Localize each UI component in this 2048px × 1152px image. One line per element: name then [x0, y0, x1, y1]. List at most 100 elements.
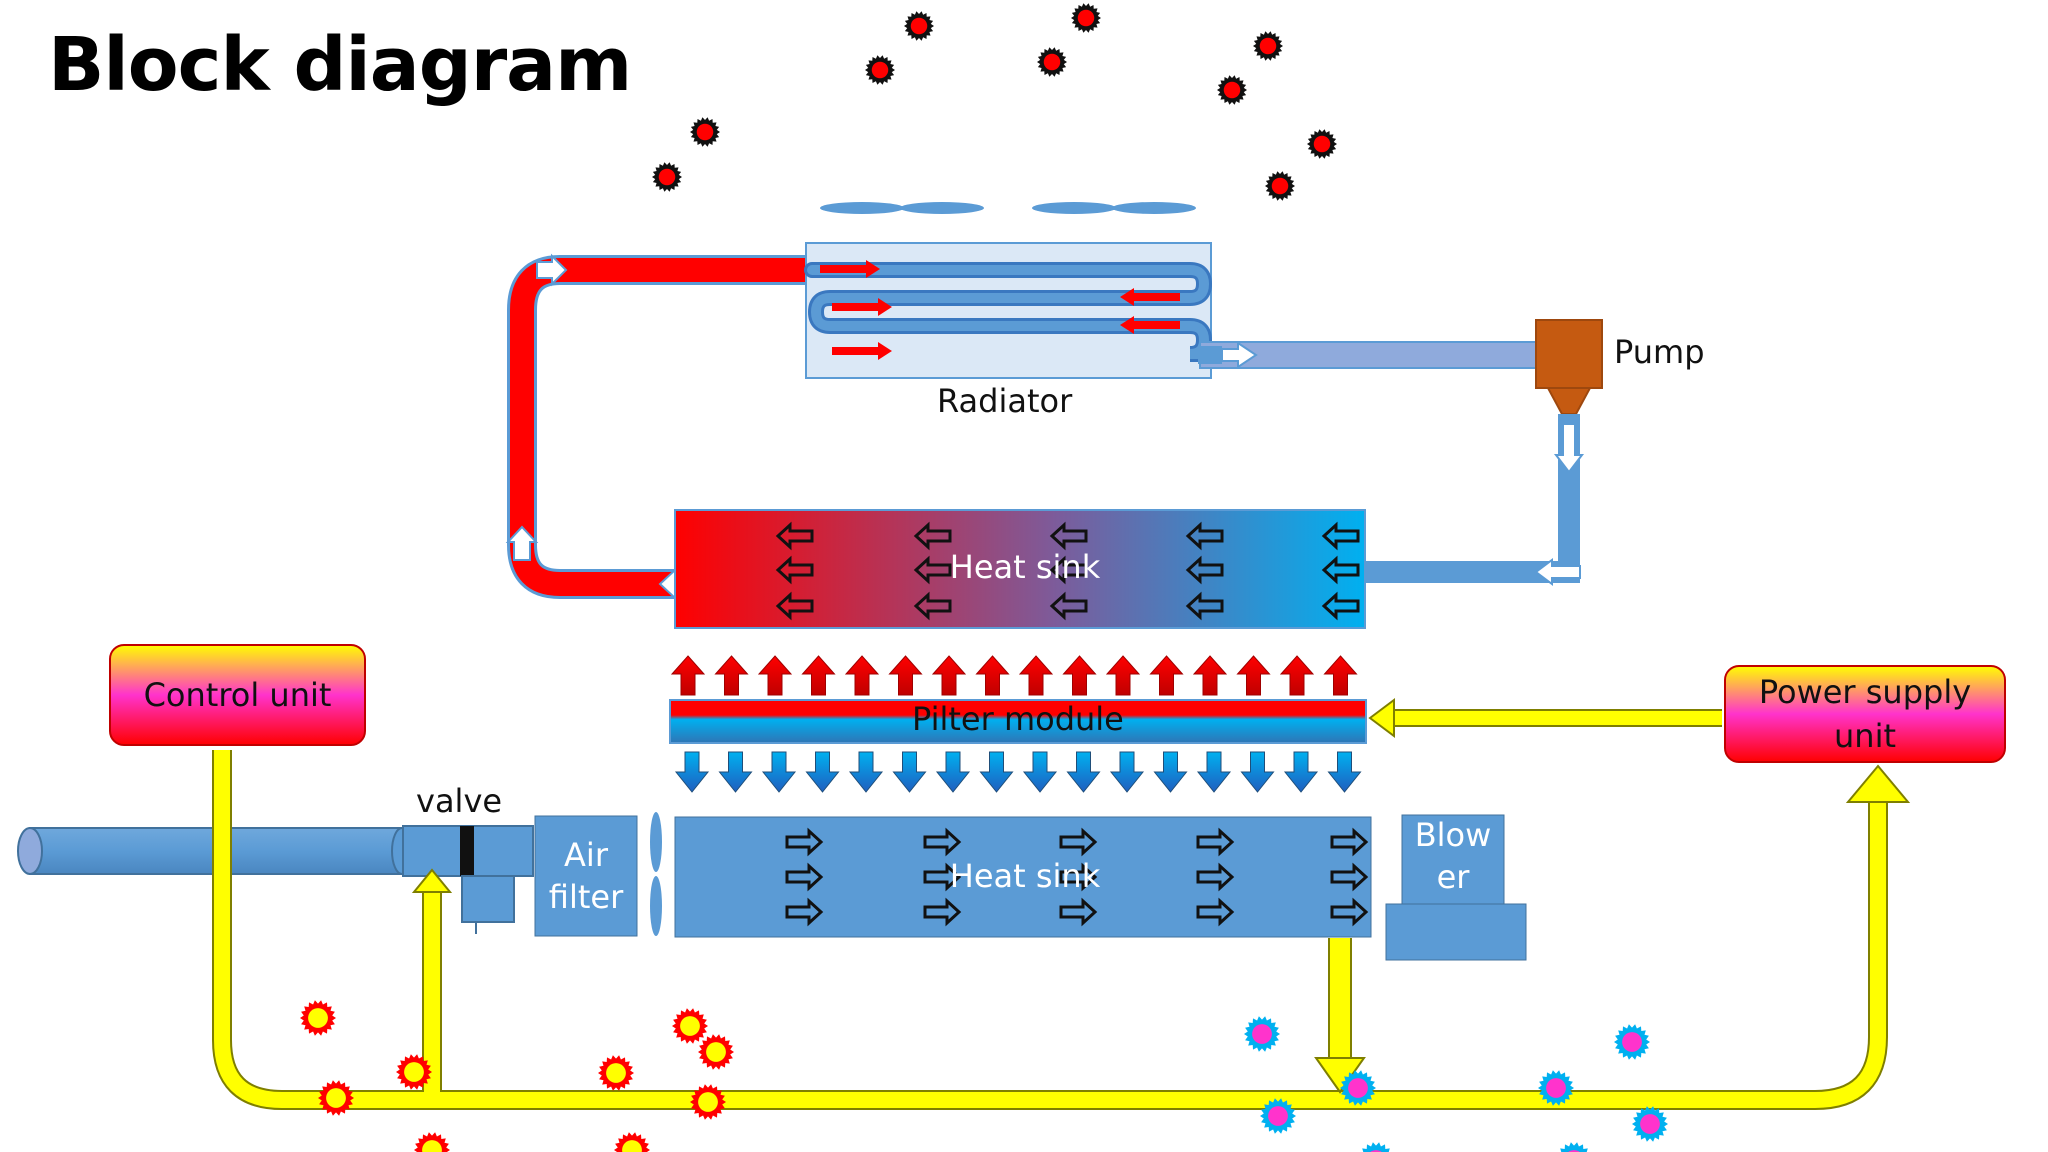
page-title: Block diagram: [48, 22, 632, 108]
heat-flow-arrow-left: [775, 555, 814, 585]
air-flow-arrow-right: [1059, 827, 1098, 857]
heat-up-arrow: [1236, 655, 1271, 696]
air-filter-box: [534, 815, 638, 937]
cold-down-arrow: [1283, 751, 1319, 793]
heat-flow-arrow-left: [1185, 591, 1224, 621]
heat-sink-bottom-arrows: [785, 827, 1369, 927]
heat-sink-bottom-label: Heat sink: [949, 857, 1101, 895]
exhaust-particle-core: [1271, 177, 1289, 195]
heat-up-arrow: [1018, 655, 1054, 696]
air-flow-arrow-right: [923, 897, 962, 927]
air-flow-arrow-right: [1196, 862, 1235, 892]
heat-flow-arrow-left: [775, 521, 814, 551]
power-to-pilter-arrow: [1368, 698, 1395, 738]
dust-particle-yellow-core: [326, 1088, 346, 1108]
heat-flow-arrow-left: [775, 591, 814, 621]
exhaust-particle-core: [910, 17, 928, 35]
dust-particle-yellow-core: [622, 1140, 642, 1152]
heat-up-arrows: [670, 655, 1358, 696]
exhaust-particle-core: [696, 123, 714, 141]
air-flow-arrow-right: [785, 827, 824, 857]
heat-flow-arrow-left: [1321, 591, 1360, 621]
heat-flow-arrow-left: [1049, 521, 1088, 551]
valve-label: valve: [416, 782, 503, 820]
heat-flow-arrow-left: [1321, 555, 1360, 585]
cold-down-arrow: [674, 751, 710, 793]
air-flow-arrow-right: [785, 897, 824, 927]
control-unit-box: [109, 644, 366, 746]
cold-down-arrow: [1240, 751, 1275, 793]
valve-control-arrow: [411, 868, 453, 893]
control-unit-label: Control unit: [143, 676, 332, 714]
exhaust-particle-core: [871, 61, 889, 79]
air-flow-arrow-right: [1059, 897, 1098, 927]
radiator-coil: [804, 262, 1218, 362]
heat-up-arrow: [975, 655, 1010, 696]
heat-flow-arrow-left: [913, 521, 952, 551]
dust-particle-yellow-core: [308, 1008, 328, 1028]
air-flow-arrow-right: [1196, 897, 1235, 927]
radiator-hot-arrows: [820, 260, 1180, 360]
radiator-label: Radiator: [937, 382, 1073, 420]
exhaust-particle-core: [1223, 81, 1241, 99]
pilter-module-label: Pilter module: [912, 700, 1124, 738]
heat-flow-arrow-left: [913, 591, 952, 621]
valve-shape: [402, 825, 534, 934]
heat-up-arrow: [1105, 655, 1141, 696]
heat-flow-arrow-left: [1049, 591, 1088, 621]
pump-outlet-pipe: [1366, 414, 1580, 583]
heat-up-arrow: [1279, 655, 1315, 696]
dust-particle-pink-core: [1546, 1078, 1566, 1098]
air-flow-arrow-right: [1330, 897, 1369, 927]
flow-arrow-down: [1553, 423, 1585, 474]
flow-arrow-right-2: [1221, 341, 1258, 369]
air-flow-arrow-right: [1330, 827, 1369, 857]
exhaust-particle-core: [658, 168, 676, 186]
cold-down-arrow: [1022, 751, 1058, 793]
air-flow-arrow-right: [923, 827, 962, 857]
heat-sink-top-label: Heat sink: [949, 548, 1101, 586]
heat-up-arrow: [670, 655, 706, 696]
cold-down-arrow: [761, 751, 797, 793]
flow-arrow-up: [505, 525, 539, 561]
dust-particle-pink-core: [1252, 1024, 1272, 1044]
flow-arrow-right: [536, 253, 568, 287]
power-arrow-up: [1845, 764, 1911, 803]
dust-particle-pink-core: [1348, 1078, 1368, 1098]
heat-up-arrow: [888, 655, 923, 696]
exhaust-particles: [652, 3, 1337, 201]
heat-up-arrow: [1192, 655, 1228, 696]
cold-down-arrow: [718, 751, 753, 793]
dust-particle-yellow-core: [706, 1042, 726, 1062]
heat-flow-arrow-left: [1049, 555, 1088, 585]
cold-down-arrow: [1327, 751, 1362, 793]
dust-particle-pink: [1560, 1142, 1588, 1152]
cold-down-arrow: [805, 751, 840, 793]
heat-up-arrow: [757, 655, 793, 696]
dust-particle-pink-core: [1640, 1114, 1660, 1134]
dust-particle-yellow-core: [422, 1140, 442, 1152]
air-flow-arrow-right: [785, 862, 824, 892]
dust-particle-yellow-core: [698, 1092, 718, 1112]
exhaust-particle-core: [1259, 37, 1277, 55]
exhaust-particle-core: [1043, 53, 1061, 71]
flow-arrow-left-2: [1534, 558, 1581, 586]
cold-down-arrow: [979, 751, 1014, 793]
heat-up-arrow: [844, 655, 880, 696]
cold-down-arrow: [935, 751, 971, 793]
dust-particle-yellow-core: [606, 1063, 626, 1083]
dust-particle-pink: [1362, 1142, 1390, 1152]
heat-up-arrow: [801, 655, 836, 696]
blower-shape: [1385, 814, 1527, 961]
dust-particles-pink: [1244, 1016, 1668, 1152]
power-supply-label: Power supply unit: [1758, 673, 1972, 755]
dust-particle-yellow-core: [680, 1016, 700, 1036]
heat-flow-arrow-left: [913, 555, 952, 585]
air-flow-arrow-right: [1196, 827, 1235, 857]
cold-down-arrow: [1153, 751, 1188, 793]
cold-down-arrow: [1196, 751, 1232, 793]
cold-down-arrow: [892, 751, 927, 793]
heat-up-arrow: [714, 655, 749, 696]
